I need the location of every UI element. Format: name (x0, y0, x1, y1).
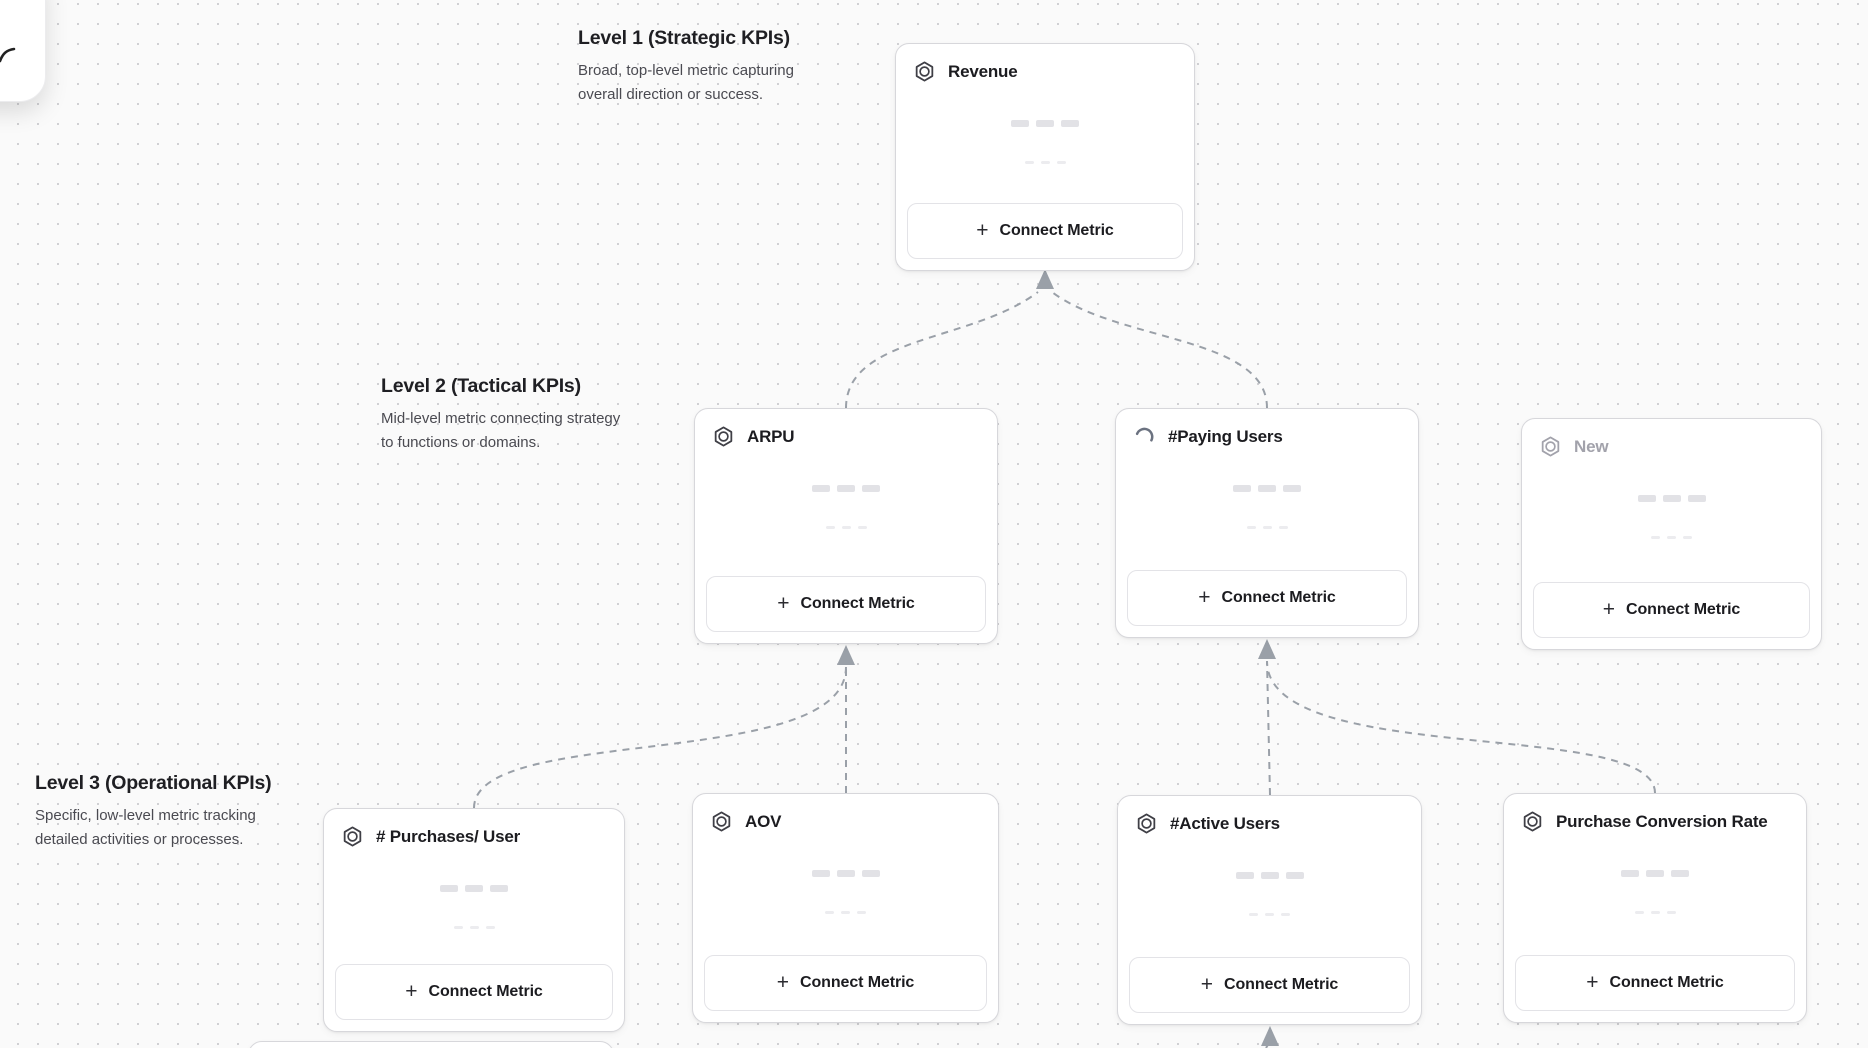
metric-card-title: Revenue (948, 61, 1018, 81)
arrowhead-into-activeusers (1261, 1026, 1279, 1046)
arrowhead-into-arpu (837, 645, 855, 665)
metric-card-paying-users[interactable]: #Paying Users + Connect Metric (1115, 408, 1419, 638)
level-3-title: Level 3 (Operational KPIs) (35, 772, 272, 794)
level-3-label: Level 3 (Operational KPIs) Specific, low… (35, 772, 289, 851)
metric-card-purchases-per-user[interactable]: # Purchases/ User + Connect Metric (323, 808, 625, 1032)
level-1-title: Level 1 (Strategic KPIs) (578, 27, 790, 49)
metric-card-title: #Paying Users (1168, 426, 1283, 446)
arrowhead-into-revenue (1036, 269, 1054, 289)
metric-card-title: Purchase Conversion Rate (1556, 811, 1768, 831)
card-header: # Purchases/ User (341, 825, 610, 848)
level-2-title: Level 2 (Tactical KPIs) (381, 375, 581, 397)
plus-icon: + (1586, 970, 1599, 994)
card-header: #Active Users (1135, 812, 1407, 835)
value-placeholder-row (1116, 485, 1418, 492)
level-2-label: Level 2 (Tactical KPIs) Mid-level metric… (381, 375, 631, 454)
arrowhead-into-payingusers (1258, 639, 1276, 659)
connect-metric-button[interactable]: + Connect Metric (1127, 570, 1407, 626)
connect-metric-label: Connect Metric (1609, 974, 1724, 991)
connect-metric-label: Connect Metric (1224, 976, 1339, 993)
connector-stub-to-activeusers (1265, 1042, 1270, 1048)
connect-metric-label: Connect Metric (1626, 601, 1741, 618)
hexagon-icon (913, 60, 936, 83)
metric-card-title: New (1574, 436, 1609, 456)
floating-toolbar-panel[interactable] (0, 0, 46, 102)
connect-metric-label: Connect Metric (1221, 589, 1336, 606)
card-header: Purchase Conversion Rate (1521, 810, 1792, 833)
connector-payingusers-to-revenue (1051, 291, 1268, 409)
card-header: AOV (710, 810, 984, 833)
value-placeholder-row (1522, 495, 1821, 502)
connect-metric-button[interactable]: + Connect Metric (1515, 955, 1795, 1011)
connect-metric-button[interactable]: + Connect Metric (1129, 957, 1410, 1013)
plus-icon: + (776, 970, 790, 994)
metric-card-aov[interactable]: AOV + Connect Metric (692, 793, 999, 1023)
value-placeholder-row (1504, 870, 1806, 877)
connect-metric-label: Connect Metric (800, 974, 915, 991)
trend-placeholder-row (1504, 911, 1806, 914)
plus-icon: + (1198, 585, 1211, 609)
level-1-description: Broad, top-level metric capturing overal… (578, 62, 794, 103)
hexagon-icon (1135, 812, 1158, 835)
connect-metric-label: Connect Metric (800, 595, 915, 612)
card-header: ARPU (712, 425, 983, 448)
trend-placeholder-row (695, 526, 997, 529)
hexagon-icon (1521, 810, 1544, 833)
card-header: Revenue (913, 60, 1180, 83)
metric-card-title: AOV (745, 811, 782, 831)
connect-metric-button[interactable]: + Connect Metric (704, 955, 987, 1011)
metric-card-active-users[interactable]: #Active Users + Connect Metric (1117, 795, 1422, 1025)
connector-pcr-to-payingusers (1266, 660, 1656, 794)
trend-placeholder-row (693, 911, 998, 914)
trend-placeholder-row (1118, 913, 1421, 916)
connect-metric-button[interactable]: + Connect Metric (1533, 582, 1810, 638)
value-placeholder-row (1118, 872, 1421, 879)
connector-purchases-to-arpu (473, 666, 847, 809)
metric-card-arpu[interactable]: ARPU + Connect Metric (694, 408, 998, 644)
metric-card-title: #Active Users (1170, 813, 1280, 833)
trend-placeholder-row (324, 926, 624, 929)
plus-icon: + (1602, 597, 1616, 621)
card-header: #Paying Users (1133, 425, 1404, 448)
hexagon-icon (341, 825, 364, 848)
metric-card-partial[interactable] (248, 1041, 614, 1048)
plus-icon: + (777, 591, 790, 615)
value-placeholder-row (324, 885, 624, 892)
plus-icon: + (1200, 972, 1214, 996)
connect-metric-label: Connect Metric (999, 222, 1114, 239)
value-placeholder-row (896, 120, 1194, 127)
hexagon-icon (1539, 435, 1562, 458)
connect-metric-label: Connect Metric (428, 983, 543, 1000)
level-1-label: Level 1 (Strategic KPIs) Broad, top-leve… (578, 27, 826, 106)
spinner-icon (1133, 425, 1156, 448)
plus-icon: + (976, 218, 989, 242)
hexagon-icon (710, 810, 733, 833)
value-placeholder-row (695, 485, 997, 492)
metric-card-revenue[interactable]: Revenue + Connect Metric (895, 43, 1195, 271)
metric-card-purchase-conversion-rate[interactable]: Purchase Conversion Rate + Connect Metri… (1503, 793, 1807, 1023)
connector-activeusers-to-payingusers (1266, 660, 1271, 796)
trend-placeholder-row (896, 161, 1194, 164)
metric-card-title: # Purchases/ User (376, 826, 521, 846)
curved-arrow-icon (0, 47, 16, 63)
card-header: New (1539, 435, 1807, 458)
value-placeholder-row (693, 870, 998, 877)
connect-metric-button[interactable]: + Connect Metric (907, 203, 1183, 259)
hexagon-icon (712, 425, 735, 448)
connect-metric-button[interactable]: + Connect Metric (335, 964, 613, 1020)
metric-card-title: ARPU (747, 426, 795, 446)
level-3-description: Specific, low-level metric tracking deta… (35, 807, 256, 848)
trend-placeholder-row (1522, 536, 1821, 539)
connector-arpu-to-revenue (845, 291, 1039, 409)
level-2-description: Mid-level metric connecting strategy to … (381, 410, 621, 451)
trend-placeholder-row (1116, 526, 1418, 529)
connect-metric-button[interactable]: + Connect Metric (706, 576, 986, 632)
metric-card-new[interactable]: New + Connect Metric (1521, 418, 1822, 650)
plus-icon: + (405, 979, 418, 1003)
